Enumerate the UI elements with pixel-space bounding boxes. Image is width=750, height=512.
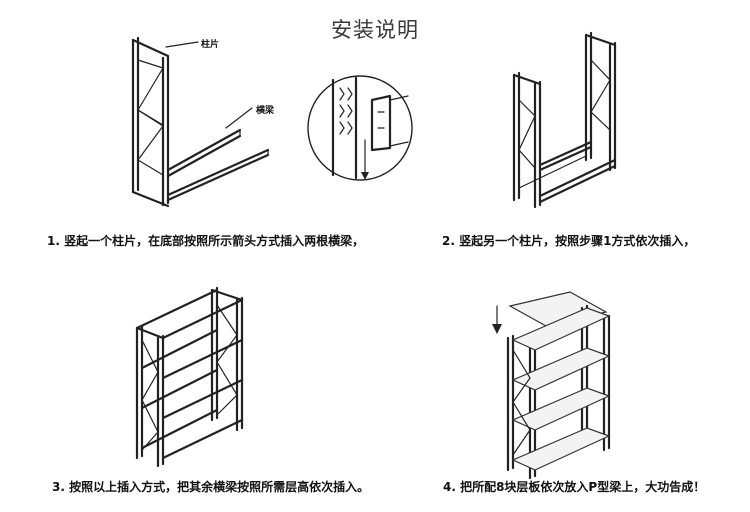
- step4-illustration: [492, 291, 611, 480]
- beam-label: 横梁: [256, 106, 275, 116]
- step1-illustration: [131, 36, 270, 208]
- step3-illustration: [135, 286, 244, 468]
- upright-label: 柱片: [201, 40, 220, 50]
- step-4-caption: 4. 把所配8块层板依次放入P型梁上，大功告成！: [443, 480, 706, 494]
- step-1-caption: 1. 竖起一个柱片，在底部按照所示箭头方式插入两根横梁，: [47, 234, 365, 248]
- step-3-caption: 3. 按照以上插入方式，把其余横梁按照所需层高依次插入。: [52, 480, 370, 494]
- step-2-caption: 2. 竖起另一个柱片，按照步骤1方式依次插入，: [442, 234, 696, 248]
- hook-detail-illustration: [307, 75, 413, 181]
- page-title: 安装说明: [331, 18, 419, 42]
- step2-illustration: [512, 31, 617, 209]
